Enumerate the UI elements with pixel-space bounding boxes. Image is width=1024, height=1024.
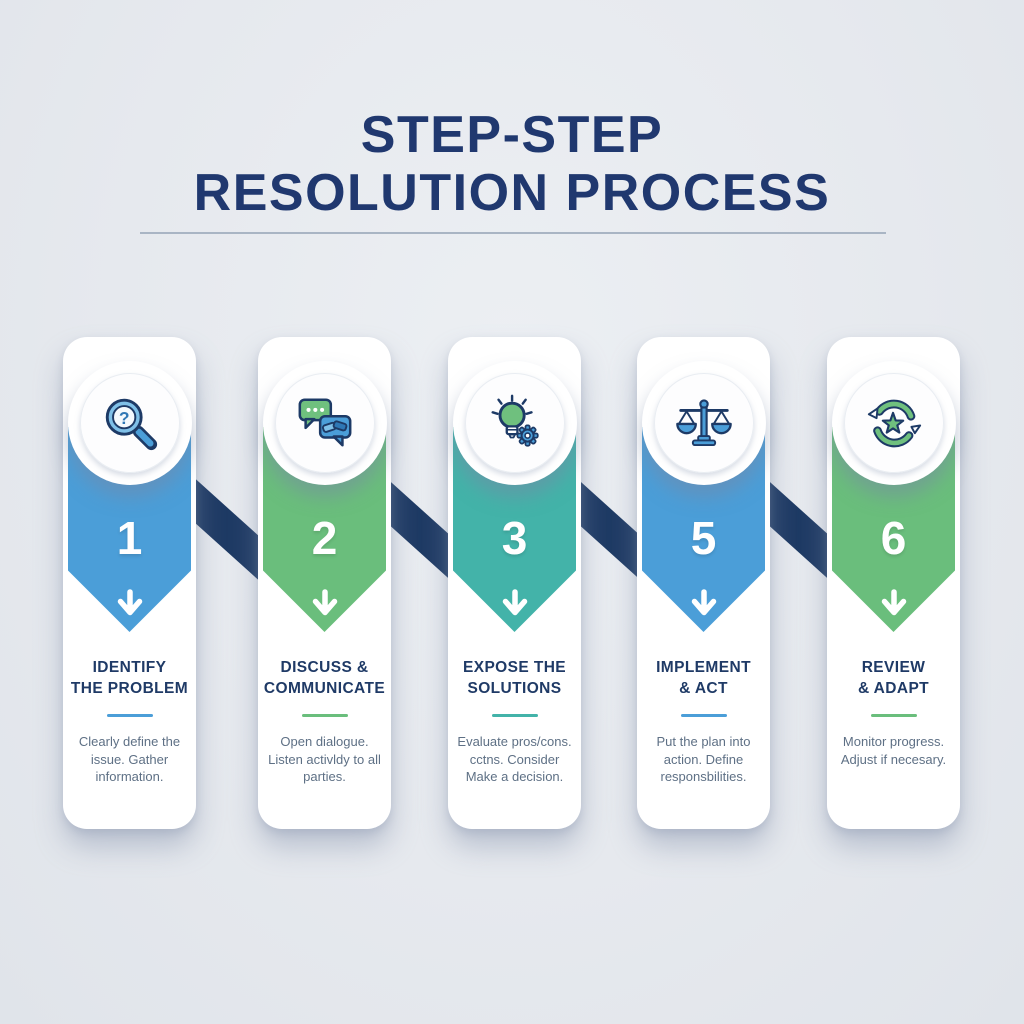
page-title-line1: STEP-STEP: [360, 106, 664, 164]
step-number: 1: [116, 512, 143, 564]
step-card-3: 3: [448, 337, 581, 829]
chat-handshake-icon: [298, 398, 351, 447]
lightbulb-gear-icon: [491, 394, 539, 447]
title-underline: [301, 714, 348, 717]
icon-badge: [831, 361, 956, 485]
step-card-5: 6 REVIEW& ADAPT Monitor progress. Adjust: [827, 337, 960, 829]
step-description: Open dialogue. Listen activldy to all pa…: [268, 734, 381, 784]
step-description: Put the plan into action. Define respons…: [656, 734, 751, 784]
down-arrow-icon: [117, 589, 142, 616]
down-arrow-icon: [691, 589, 716, 616]
icon-badge: [452, 361, 577, 485]
title-divider: [140, 232, 886, 234]
icon-badge: [641, 361, 766, 485]
step-number: 2: [311, 512, 338, 564]
refresh-star-icon: [867, 399, 921, 448]
svg-text:?: ?: [118, 408, 129, 428]
step-number: 5: [690, 512, 717, 564]
icon-badge: [262, 361, 387, 485]
step-description: Clearly define the issue. Gather informa…: [78, 734, 181, 784]
icon-badge: ?: [67, 361, 192, 485]
step-title: REVIEW& ADAPT: [857, 659, 930, 697]
down-arrow-icon: [312, 589, 337, 616]
step-title: IMPLEMENT& ACT: [656, 659, 751, 697]
title-underline: [106, 714, 153, 717]
title-underline: [870, 714, 917, 717]
step-number: 3: [501, 512, 528, 564]
magnifier-question-icon: ?: [105, 398, 157, 451]
step-title: DISCUSS &COMMUNICATE: [263, 659, 386, 697]
down-arrow-icon: [502, 589, 527, 616]
title-underline: [491, 714, 538, 717]
step-description: Evaluate pros/cons. cctns. Consider Make…: [457, 734, 572, 784]
step-number: 6: [880, 512, 907, 564]
down-arrow-icon: [881, 589, 906, 616]
step-card-2: 2 DISCUSS &COMMUNICATE: [258, 337, 391, 829]
step-description: Monitor progress. Adjust if necesary.: [840, 734, 947, 767]
title-underline: [680, 714, 727, 717]
balance-scale-icon: [675, 399, 732, 447]
page-title-line2: RESOLUTION PROCESS: [193, 164, 831, 223]
step-card-4: 5 IMPLEMENT& ACT P: [637, 337, 770, 829]
